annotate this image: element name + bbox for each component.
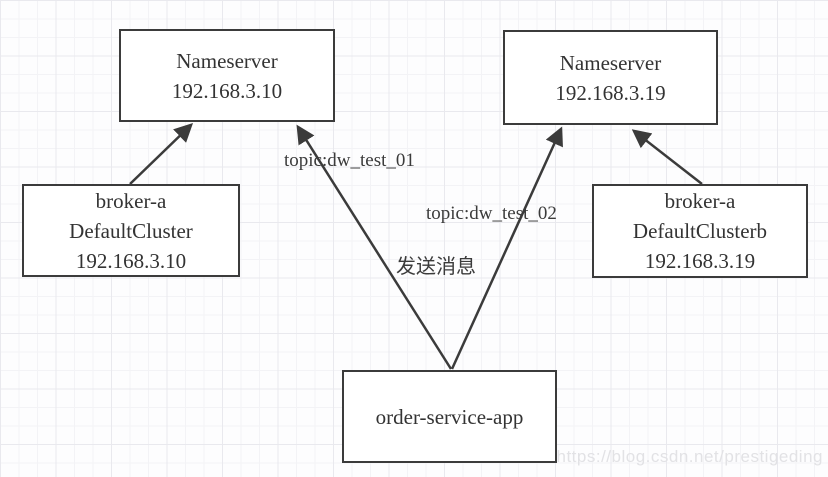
edge-broker-b-to-nameserver-2: [631, 129, 703, 185]
node-label-line: DefaultClusterb: [632, 219, 768, 243]
node-label-line: 192.168.3.19: [644, 249, 756, 273]
node-label-line: 192.168.3.10: [171, 78, 283, 103]
node-nameserver-1: Nameserver 192.168.3.10: [119, 29, 335, 122]
node-label-line: 192.168.3.19: [555, 80, 666, 105]
node-broker-b: broker-a DefaultClusterb 192.168.3.19: [592, 184, 808, 278]
node-label-line: Nameserver: [176, 48, 278, 73]
node-label-line: 192.168.3.10: [75, 248, 187, 273]
node-label-line: broker-a: [664, 189, 736, 213]
node-label-line: order-service-app: [375, 404, 524, 429]
edge-order-service-to-nameserver-2: [450, 126, 563, 370]
edge-label-topic-dw-test-02: topic:dw_test_02: [426, 203, 557, 224]
watermark-url: https://blog.csdn.net/prestigeding: [556, 447, 823, 466]
node-order-service-app: order-service-app: [342, 370, 557, 463]
node-label-line: DefaultCluster: [69, 218, 193, 243]
send-message-annotation: 发送消息: [396, 256, 476, 278]
edge-broker-a-to-nameserver-1: [129, 123, 194, 185]
edge-label-topic-dw-test-01: topic:dw_test_01: [284, 150, 415, 171]
node-label-line: broker-a: [95, 188, 167, 213]
node-nameserver-2: Nameserver 192.168.3.19: [503, 30, 718, 125]
node-label-line: Nameserver: [559, 50, 662, 75]
node-broker-a: broker-a DefaultCluster 192.168.3.10: [22, 184, 240, 277]
